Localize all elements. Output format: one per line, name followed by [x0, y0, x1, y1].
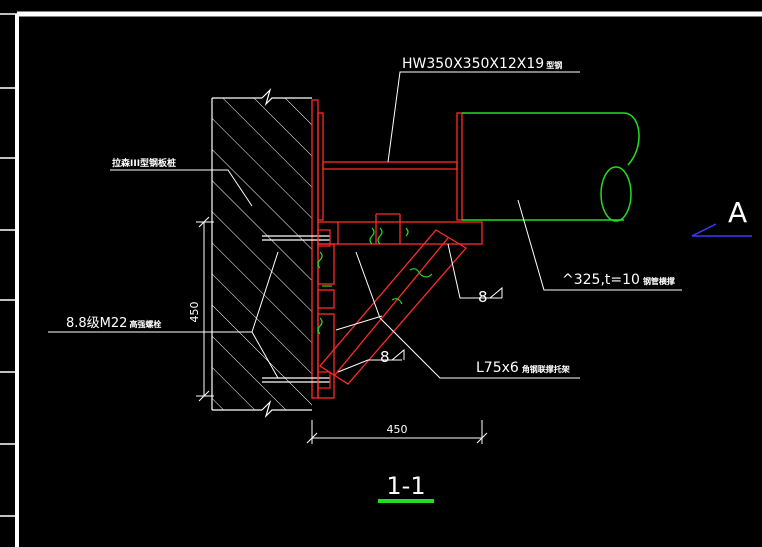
diagonal-brace	[319, 229, 467, 385]
pipe-spec-suffix: 钢管横撑	[643, 276, 675, 286]
dimension-vertical-label: 450	[188, 302, 201, 323]
weld-size-upper: 8	[478, 288, 488, 306]
column-label: 拉森III型钢板桩	[112, 157, 176, 169]
leader-lines	[48, 71, 682, 379]
section-title: 1-1	[386, 472, 425, 500]
steel-pipe-strut	[462, 112, 640, 222]
dimension-horizontal	[306, 420, 488, 444]
steel-members	[311, 99, 483, 399]
beam-spec-suffix: 型钢	[546, 60, 562, 70]
dimension-vertical	[196, 216, 214, 402]
angle-spec-suffix: 角钢联撑托架	[522, 364, 570, 374]
section-title-underline	[378, 499, 434, 503]
weld-size-lower: 8	[380, 348, 390, 366]
high-strength-bolts	[262, 229, 331, 389]
bolt-label-suffix: 高强螺栓	[129, 319, 161, 329]
h-beam	[317, 112, 463, 221]
drawing-frame	[0, 11, 762, 547]
section-mark	[691, 223, 752, 237]
section-letter: A	[728, 196, 747, 229]
weld-symbols	[391, 286, 503, 361]
weld-marks	[317, 227, 433, 335]
dimension-horizontal-label: 450	[387, 423, 408, 436]
wall-plate	[311, 99, 319, 399]
sheet-pile-wall	[211, 87, 312, 419]
bracket-vertical-plate	[317, 243, 335, 285]
